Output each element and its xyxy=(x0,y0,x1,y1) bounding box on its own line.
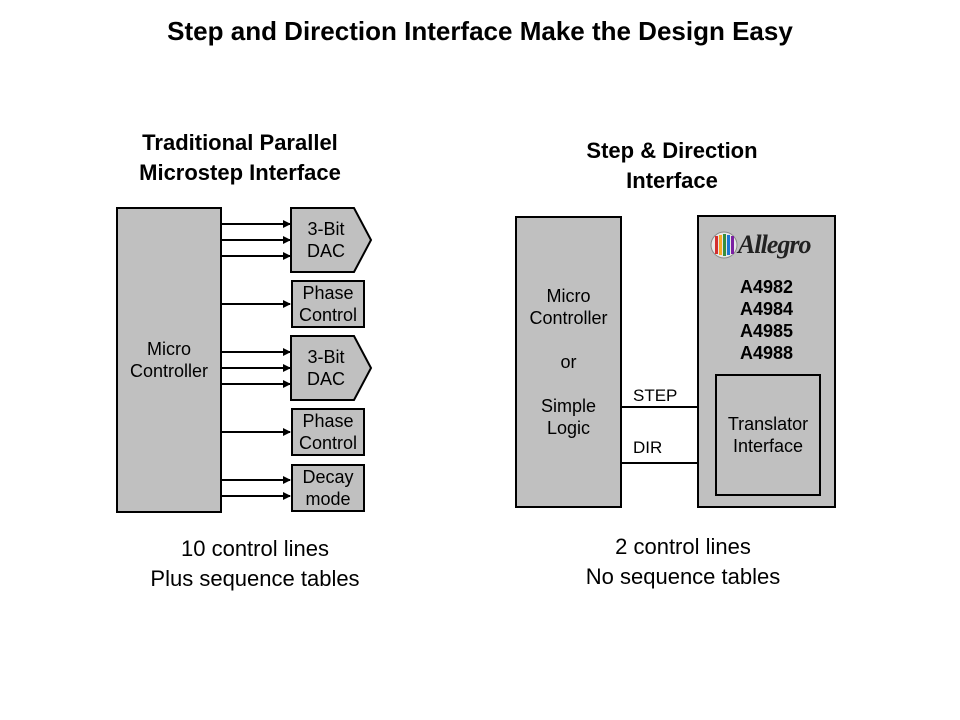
left-heading-line1: Traditional Parallel xyxy=(142,130,338,155)
phase-control-2-box: Phase Control xyxy=(291,408,365,456)
left-caption: 10 control lines Plus sequence tables xyxy=(100,534,410,594)
allegro-logo-text: Allegro xyxy=(738,230,811,259)
translator-line2: Interface xyxy=(732,436,804,456)
left-caption-line1: 10 control lines xyxy=(181,536,329,561)
left-caption-line2: Plus sequence tables xyxy=(150,566,360,591)
phase2-line2: Control xyxy=(298,433,358,453)
dac2-shape xyxy=(290,335,373,401)
part-numbers: A4982 A4984 A4985 A4988 xyxy=(697,276,836,364)
dac1-line1: 3-Bit xyxy=(307,219,345,239)
part-number: A4985 xyxy=(739,321,794,341)
translator-line1: Translator xyxy=(727,414,809,434)
step-label: STEP xyxy=(633,386,678,405)
allegro-logo: Allegro xyxy=(710,230,811,260)
right-heading-line1: Step & Direction xyxy=(586,138,758,163)
translator-interface-box: Translator Interface xyxy=(715,374,821,496)
dac1-shape xyxy=(290,207,373,273)
decay-mode-box: Decay mode xyxy=(291,464,365,512)
part-number: A4982 xyxy=(739,277,794,297)
dac1-label: 3-Bit DAC xyxy=(291,218,361,262)
right-heading: Step & Direction Interface xyxy=(520,136,824,196)
right-caption-line2: No sequence tables xyxy=(585,564,781,589)
phase-control-1-box: Phase Control xyxy=(291,280,365,328)
right-micro-controller-box: Micro Controller or Simple Logic xyxy=(515,216,622,508)
dac1-line2: DAC xyxy=(306,241,345,261)
left-heading-line2: Microstep Interface xyxy=(139,160,341,185)
phase2-line1: Phase xyxy=(302,411,354,431)
right-micro-or: or xyxy=(560,352,577,372)
decay-line1: Decay xyxy=(302,467,354,487)
right-micro-line3: Simple xyxy=(540,396,597,416)
right-heading-line2: Interface xyxy=(626,168,718,193)
dir-label: DIR xyxy=(633,438,663,457)
dac2-line2: DAC xyxy=(306,369,345,389)
dac2-line1: 3-Bit xyxy=(307,347,345,367)
left-micro-line2: Controller xyxy=(129,361,209,381)
phase1-line2: Control xyxy=(298,305,358,325)
right-caption: 2 control lines No sequence tables xyxy=(530,532,836,592)
decay-line2: mode xyxy=(305,489,351,509)
right-micro-line2: Controller xyxy=(529,308,608,328)
right-micro-line4: Logic xyxy=(546,418,591,438)
left-micro-controller-box: Micro Controller xyxy=(116,207,222,513)
allegro-logo-icon xyxy=(710,231,738,259)
left-heading: Traditional Parallel Microstep Interface xyxy=(80,128,400,188)
page-title: Step and Direction Interface Make the De… xyxy=(167,16,793,46)
phase1-line1: Phase xyxy=(302,283,354,303)
right-micro-line1: Micro xyxy=(546,286,591,306)
right-caption-line1: 2 control lines xyxy=(615,534,751,559)
part-number: A4988 xyxy=(739,343,794,363)
dac2-label: 3-Bit DAC xyxy=(291,346,361,390)
part-number: A4984 xyxy=(739,299,794,319)
left-micro-line1: Micro xyxy=(147,339,191,359)
